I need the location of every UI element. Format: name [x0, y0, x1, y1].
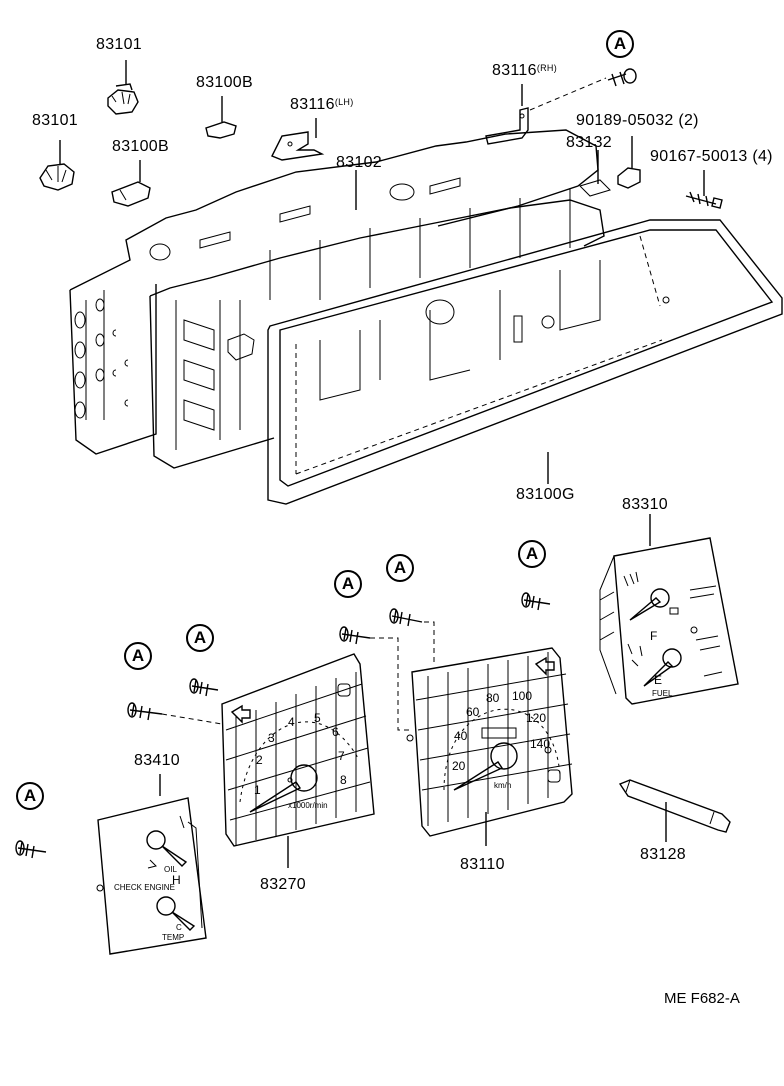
label-83116-rh-num: 83116	[492, 62, 537, 79]
tach-num-4: 4	[288, 715, 295, 729]
callout-a-top: A	[606, 30, 634, 58]
temp-gauge-plate: H C TEMP CHECK ENGINE OIL	[96, 774, 207, 955]
tachometer-plate	[221, 653, 375, 868]
speedo-num-80: 80	[486, 691, 500, 705]
bulb-socket-83101-upper	[107, 60, 139, 115]
tach-num-6: 6	[332, 725, 339, 739]
clip-90189	[617, 136, 641, 189]
fuel-f: F	[650, 629, 657, 643]
tachometer-numbers: 1 2 3 4 5 6 7 8 x1000r/min	[254, 711, 347, 810]
housing-back-plate	[69, 129, 599, 455]
tach-num-1: 1	[254, 783, 261, 797]
speedometer-plate	[406, 647, 573, 846]
bulb-socket-83101-lower	[39, 140, 75, 191]
speedo-num-120: 120	[526, 711, 546, 725]
bracket-83116-lh	[271, 118, 325, 161]
temp-label: TEMP	[162, 933, 184, 942]
speedo-num-40: 40	[454, 729, 468, 743]
label-83116-rh: 83116(RH)	[492, 62, 557, 80]
label-83310: 83310	[622, 496, 668, 513]
housing-front-lens-83100g	[267, 219, 783, 505]
speedo-num-60: 60	[466, 705, 480, 719]
temp-c: C	[176, 923, 182, 932]
tach-num-7: 7	[338, 749, 345, 763]
bracket-83116-rh	[485, 77, 607, 145]
callout-a-1: A	[518, 540, 546, 568]
tach-num-2: 2	[256, 753, 263, 767]
screw-left-bottom	[15, 840, 47, 859]
screw-90167	[685, 170, 723, 209]
screw-mid-1	[339, 626, 412, 731]
bulb-83100b-upper	[205, 96, 237, 139]
speedo-unit: km/h	[494, 781, 511, 790]
callout-a-5: A	[124, 642, 152, 670]
check-engine-label: CHECK ENGINE	[114, 883, 175, 892]
knob-shaft-83128	[618, 779, 731, 842]
label-83100b-lower: 83100B	[112, 138, 169, 155]
fuel-gauge-plate: F E FUEL	[599, 514, 739, 705]
screw-mid-3	[127, 702, 223, 725]
speedo-num-140: 140	[530, 737, 550, 751]
label-83116-lh: 83116(LH)	[290, 96, 354, 114]
oil-label: OIL	[164, 865, 177, 874]
tach-num-5: 5	[314, 711, 321, 725]
screw-top-1	[521, 592, 551, 611]
label-83101-lower: 83101	[32, 112, 78, 129]
label-83101-upper: 83101	[96, 36, 142, 53]
label-83116-lh-suffix: (LH)	[334, 97, 354, 107]
callout-a-4: A	[186, 624, 214, 652]
screw-mid-2	[189, 678, 219, 697]
fuel-label: FUEL	[652, 689, 673, 698]
label-90189: 90189-05032 (2)	[576, 112, 699, 129]
temp-h: H	[172, 873, 181, 887]
label-83128: 83128	[640, 846, 686, 863]
screw-top-2	[389, 608, 435, 662]
callout-a-3: A	[334, 570, 362, 598]
label-83132: 83132	[566, 134, 612, 151]
label-83102: 83102	[336, 154, 382, 171]
callout-a-6: A	[16, 782, 44, 810]
label-90167: 90167-50013 (4)	[650, 148, 773, 165]
tach-num-3: 3	[268, 731, 275, 745]
speedo-num-100: 100	[512, 689, 532, 703]
label-83116-lh-num: 83116	[290, 96, 335, 113]
label-83110: 83110	[460, 856, 505, 873]
tach-num-8: 8	[340, 773, 347, 787]
label-83116-rh-suffix: (RH)	[536, 63, 558, 73]
speedo-num-20: 20	[452, 759, 466, 773]
housing-middle-frame-83132	[149, 150, 611, 469]
bulb-83100b-lower	[111, 160, 151, 207]
diagram-code: ME F682-A	[664, 990, 740, 1007]
label-83100b-upper: 83100B	[196, 74, 253, 91]
label-83410: 83410	[134, 752, 180, 769]
callout-a-2: A	[386, 554, 414, 582]
screw-upper-right	[607, 68, 637, 87]
fuel-e: E	[654, 673, 662, 687]
label-83270: 83270	[260, 876, 306, 893]
speedometer-numbers: 20 40 60 80 100 120 140 km/h	[452, 689, 550, 790]
tach-unit: x1000r/min	[288, 801, 328, 810]
label-83100g: 83100G	[516, 486, 575, 503]
